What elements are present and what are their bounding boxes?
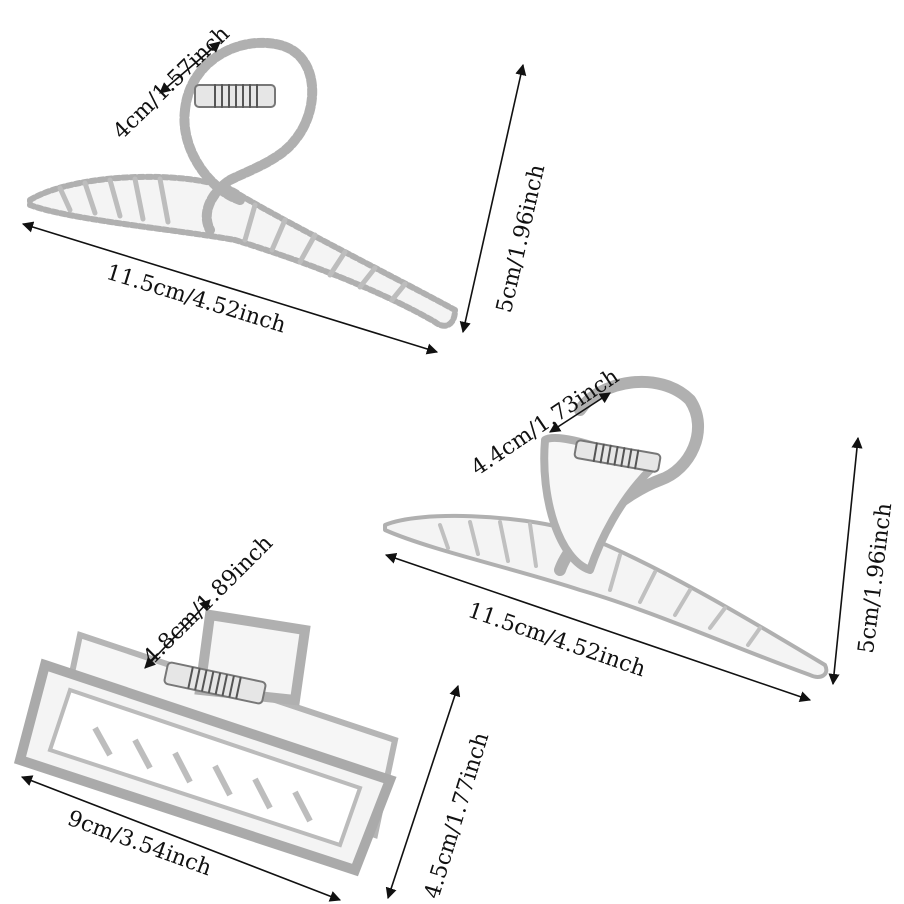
clip2-width-arrow <box>549 392 611 433</box>
clip3-height-arrow <box>385 684 461 900</box>
clip3-width-arrow <box>144 599 211 669</box>
clip2-length-arrow <box>384 552 812 703</box>
twisted-claw-clip <box>27 37 458 329</box>
clip3-length-arrow <box>20 775 342 902</box>
smooth-claw-clip <box>383 375 829 679</box>
clip1-height-arrow <box>459 63 527 334</box>
clip1-length-arrow <box>21 221 439 355</box>
clip1-width-arrow <box>159 41 221 94</box>
clip2-height-arrow <box>828 436 863 686</box>
dimension-lines <box>20 41 863 902</box>
